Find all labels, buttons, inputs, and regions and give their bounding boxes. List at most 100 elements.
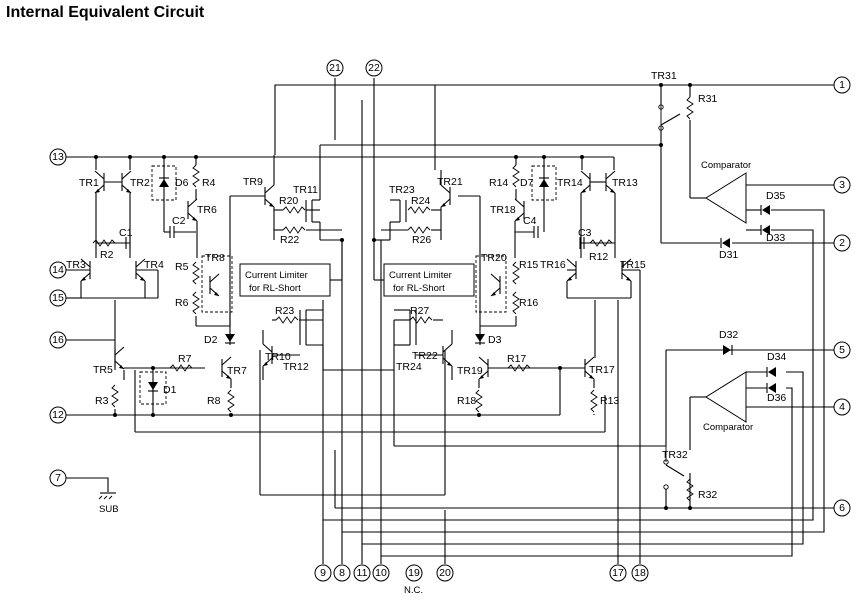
label-D2: D2 — [204, 334, 218, 346]
label-nc: N.C. — [404, 585, 423, 596]
svg-text:1: 1 — [839, 79, 845, 91]
pin-7: 7 — [49, 469, 67, 487]
label-sub: SUB — [99, 504, 119, 515]
label-D33: D33 — [766, 232, 785, 244]
svg-text:20: 20 — [439, 567, 451, 579]
label-TR20: TR20 — [481, 252, 507, 264]
label-TR2: TR2 — [130, 177, 150, 189]
svg-text:9: 9 — [320, 567, 326, 579]
label-TR12: TR12 — [283, 361, 309, 373]
label-TR18: TR18 — [490, 204, 516, 216]
label-R5: R5 — [175, 261, 189, 273]
label-TR4: TR4 — [144, 259, 164, 271]
rail-pin13 — [66, 130, 834, 244]
label-limiter-right-1: Current Limiter — [389, 270, 452, 281]
svg-text:14: 14 — [52, 264, 64, 276]
svg-text:21: 21 — [329, 62, 341, 74]
svg-text:7: 7 — [55, 472, 61, 484]
pin-10: 10 — [372, 564, 390, 582]
left-output-stage — [239, 155, 394, 380]
current-limiter-right — [383, 263, 475, 297]
svg-text:19: 19 — [408, 567, 420, 579]
svg-text:3: 3 — [839, 179, 845, 191]
svg-text:13: 13 — [52, 151, 64, 163]
svg-text:22: 22 — [368, 62, 380, 74]
svg-text:10: 10 — [375, 567, 387, 579]
label-D1: D1 — [163, 384, 177, 396]
label-C2: C2 — [172, 215, 186, 227]
right-driver-stage — [458, 157, 585, 415]
label-R14: R14 — [489, 177, 508, 189]
label-R27: R27 — [410, 305, 429, 317]
label-comparator-bottom: Comparator — [703, 422, 753, 433]
pin-5: 5 — [833, 341, 851, 359]
label-R7: R7 — [178, 353, 192, 365]
svg-text:11: 11 — [357, 567, 368, 579]
label-D32: D32 — [719, 329, 738, 341]
pin-21: 21 — [326, 59, 344, 77]
label-TR1: TR1 — [79, 177, 99, 189]
label-R23: R23 — [275, 305, 294, 317]
label-limiter-left-2: for RL-Short — [249, 283, 301, 294]
pin-17: 17 — [609, 564, 627, 582]
label-C3: C3 — [578, 227, 592, 239]
label-TR10: TR10 — [265, 351, 291, 363]
comparator-bottom — [663, 344, 834, 508]
label-D3: D3 — [488, 334, 502, 346]
pin-20: 20 — [436, 564, 454, 582]
label-TR6: TR6 — [197, 204, 217, 216]
label-TR15: TR15 — [620, 259, 646, 271]
pin-8: 8 — [333, 564, 351, 582]
pin-6: 6 — [833, 499, 851, 517]
label-TR19: TR19 — [457, 365, 483, 377]
label-R12: R12 — [589, 251, 608, 263]
label-R20: R20 — [279, 195, 298, 207]
pin-11: 11 — [353, 564, 371, 582]
label-TR24: TR24 — [396, 361, 422, 373]
label-TR23: TR23 — [389, 184, 415, 196]
pin-3: 3 — [833, 176, 851, 194]
pin-16: 16 — [49, 331, 67, 349]
svg-text:18: 18 — [634, 567, 646, 579]
sub-ground — [66, 477, 116, 500]
bottom-buses — [134, 209, 825, 564]
label-R3: R3 — [95, 395, 109, 407]
right-input-stage — [566, 157, 640, 415]
label-R2: R2 — [100, 249, 114, 261]
label-TR31: TR31 — [651, 70, 677, 82]
label-comparator-top: Comparator — [701, 160, 751, 171]
current-limiter-left — [239, 263, 331, 297]
label-R24: R24 — [411, 195, 430, 207]
pin-2: 2 — [833, 234, 851, 252]
pin-4: 4 — [833, 398, 851, 416]
label-limiter-left-1: Current Limiter — [245, 270, 308, 281]
label-D7: D7 — [520, 177, 534, 189]
label-limiter-right-2: for RL-Short — [393, 283, 445, 294]
label-TR22: TR22 — [412, 350, 438, 362]
pin-9: 9 — [314, 564, 332, 582]
label-R32: R32 — [698, 489, 717, 501]
label-R6: R6 — [175, 297, 189, 309]
pin-1: 1 — [833, 76, 851, 94]
label-R4: R4 — [202, 177, 216, 189]
label-R17: R17 — [507, 353, 526, 365]
svg-text:2: 2 — [839, 237, 845, 249]
label-R15: R15 — [519, 259, 538, 271]
label-D6: D6 — [175, 177, 189, 189]
label-TR5: TR5 — [93, 364, 113, 376]
pin-18: 18 — [631, 564, 649, 582]
pin-14: 14 — [49, 261, 67, 279]
pin-13: 13 — [49, 148, 67, 166]
pin-12: 12 — [49, 406, 67, 424]
label-R26: R26 — [412, 234, 431, 246]
comparator-top — [658, 96, 834, 249]
right-output-stage — [373, 170, 475, 380]
label-D35: D35 — [766, 190, 785, 202]
label-D31: D31 — [719, 249, 738, 261]
label-TR32: TR32 — [662, 449, 688, 461]
label-TR3: TR3 — [66, 259, 86, 271]
label-R31: R31 — [698, 93, 717, 105]
svg-text:12: 12 — [52, 409, 64, 421]
svg-text:4: 4 — [839, 401, 845, 413]
